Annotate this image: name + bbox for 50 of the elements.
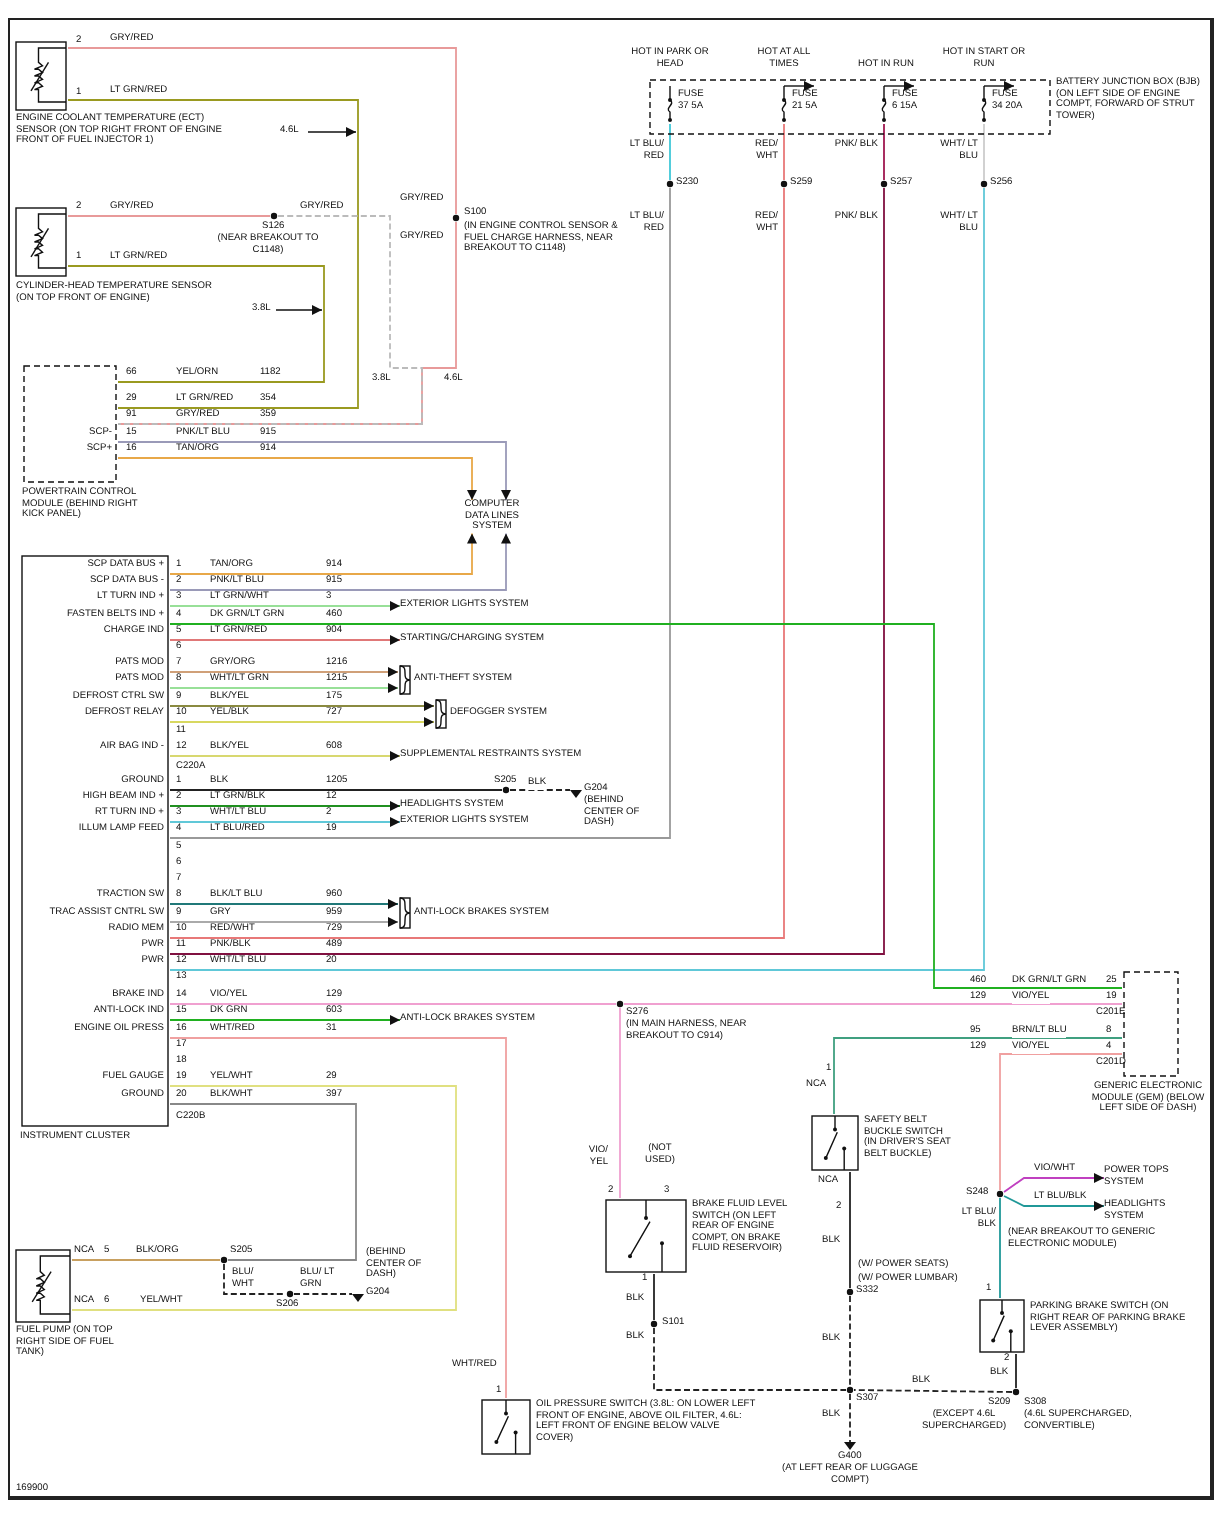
wire — [1003, 1173, 1105, 1193]
wire — [223, 1263, 287, 1295]
wire — [169, 899, 399, 909]
wire — [67, 215, 271, 217]
wire — [169, 801, 401, 811]
wire — [849, 1171, 851, 1289]
wire — [169, 532, 477, 575]
wire — [169, 751, 401, 761]
wire — [669, 123, 671, 181]
wire — [623, 1003, 1123, 1005]
wire — [653, 1327, 847, 1391]
wire — [1003, 1195, 1105, 1211]
wire — [999, 1197, 1001, 1299]
wire — [169, 1037, 507, 1399]
wire — [849, 1393, 851, 1443]
wire — [1015, 1353, 1017, 1389]
wire — [849, 1295, 851, 1387]
wire — [169, 1003, 617, 1005]
wire — [117, 457, 477, 501]
wire — [853, 1389, 1013, 1393]
wire — [67, 99, 359, 409]
wire — [833, 1037, 1123, 1115]
wire — [169, 1103, 357, 1261]
wire — [169, 789, 503, 791]
wire — [783, 123, 785, 181]
wire — [169, 667, 399, 677]
wire — [71, 1085, 457, 1311]
wire — [71, 1259, 221, 1261]
wire — [169, 917, 399, 927]
wire — [169, 635, 401, 645]
wire — [169, 683, 399, 693]
wire — [169, 701, 435, 711]
wire — [67, 265, 325, 383]
wire — [169, 717, 435, 727]
wire — [117, 441, 511, 501]
wire — [509, 789, 571, 791]
wire — [67, 47, 457, 215]
wire — [619, 1007, 621, 1199]
wire — [169, 187, 785, 939]
wire — [293, 1293, 353, 1295]
wire — [169, 1015, 401, 1025]
wire — [169, 623, 1123, 989]
wire — [983, 123, 985, 181]
wire — [999, 1053, 1123, 1191]
wire — [169, 817, 401, 827]
wire — [653, 1273, 655, 1321]
wire — [169, 187, 671, 839]
wire — [169, 601, 401, 611]
wire — [883, 123, 885, 181]
wire — [169, 532, 511, 591]
